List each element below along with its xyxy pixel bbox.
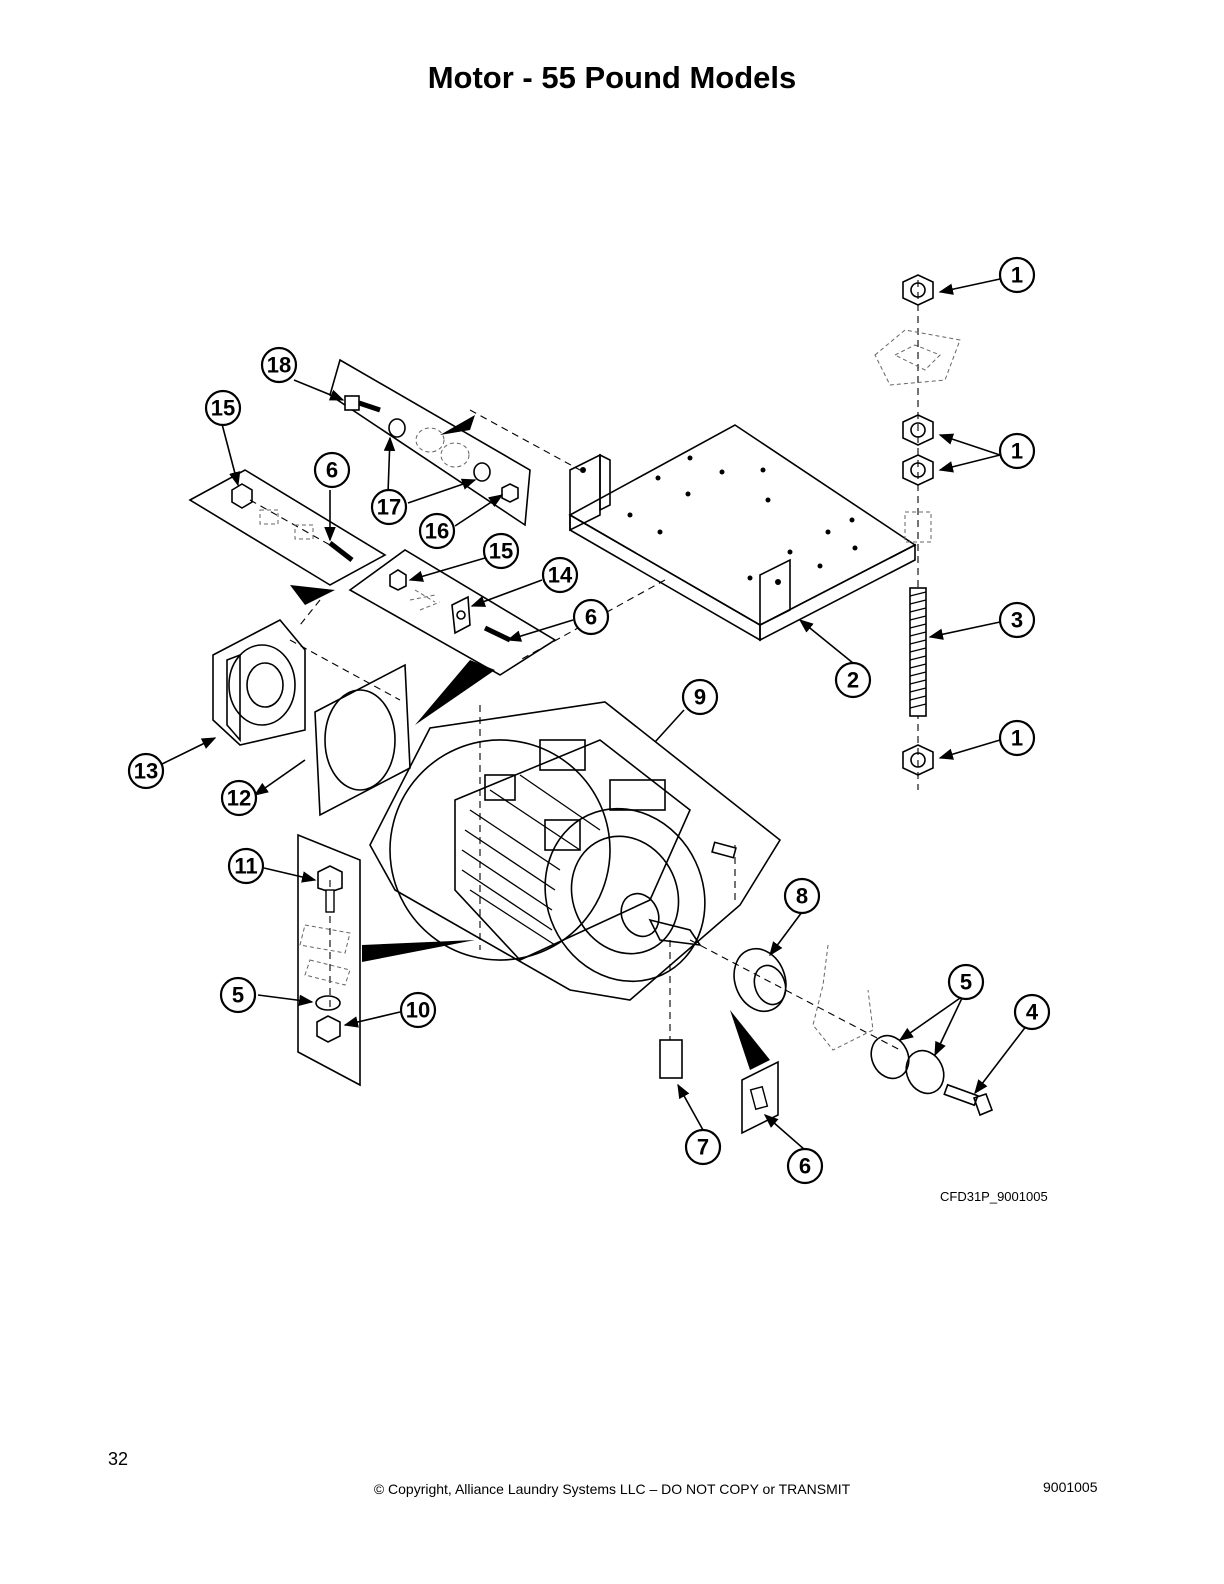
callout-9: 9 — [681, 678, 719, 716]
svg-text:10: 10 — [406, 998, 430, 1023]
callout-1-top: 1 — [998, 256, 1036, 294]
figure-id: CFD31P_9001005 — [940, 1189, 1048, 1204]
svg-text:2: 2 — [847, 668, 859, 693]
callout-6-middle: 6 — [572, 598, 610, 636]
svg-text:17: 17 — [377, 495, 401, 520]
hardware-panel-bottom — [297, 833, 361, 1087]
callout-15-upper: 15 — [204, 389, 242, 427]
svg-text:4: 4 — [1026, 1000, 1039, 1025]
svg-text:1: 1 — [1011, 439, 1023, 464]
callout-5-right: 5 — [947, 963, 985, 1001]
leader-lines — [159, 278, 1028, 1151]
motor-mount-plate — [568, 424, 917, 642]
svg-text:12: 12 — [227, 786, 251, 811]
hardware-panel-top — [329, 358, 531, 527]
svg-text:11: 11 — [234, 854, 257, 879]
callout-3: 3 — [998, 601, 1036, 639]
svg-text:1: 1 — [1011, 726, 1023, 751]
callout-18: 18 — [260, 346, 298, 384]
callout-14: 14 — [541, 556, 579, 594]
svg-text:14: 14 — [548, 563, 573, 588]
callout-2: 2 — [834, 661, 872, 699]
assembly-lines — [289, 280, 919, 1051]
callout-13: 13 — [127, 752, 165, 790]
callout-10: 10 — [399, 991, 437, 1029]
motor-assembly — [362, 701, 782, 1001]
callout-16: 16 — [418, 512, 456, 550]
document-number: 9001005 — [1043, 1479, 1098, 1495]
svg-text:1: 1 — [1011, 263, 1023, 288]
svg-text:18: 18 — [267, 353, 291, 378]
motor-pulley — [659, 944, 994, 1135]
svg-text:8: 8 — [796, 884, 808, 909]
hardware-panel-left — [188, 469, 387, 605]
callout-5-left: 5 — [219, 976, 257, 1014]
callout-11: 11 — [227, 847, 265, 885]
svg-text:5: 5 — [232, 983, 244, 1008]
svg-text:6: 6 — [799, 1154, 811, 1179]
callout-7: 7 — [684, 1128, 722, 1166]
callout-12: 12 — [220, 779, 258, 817]
cooling-fan — [212, 618, 306, 746]
svg-text:13: 13 — [134, 759, 158, 784]
fan-gasket — [314, 663, 411, 817]
hardware-panel-middle — [348, 549, 557, 725]
callout-6-lower: 6 — [786, 1147, 824, 1185]
svg-text:5: 5 — [960, 970, 972, 995]
svg-text:6: 6 — [326, 458, 338, 483]
svg-text:7: 7 — [697, 1135, 709, 1160]
svg-text:15: 15 — [211, 396, 235, 421]
callout-6-upper: 6 — [313, 451, 351, 489]
copyright-notice: © Copyright, Alliance Laundry Systems LL… — [373, 1481, 851, 1497]
callout-8: 8 — [783, 877, 821, 915]
svg-text:16: 16 — [425, 519, 449, 544]
svg-text:6: 6 — [585, 605, 597, 630]
callout-17: 17 — [370, 488, 408, 526]
svg-text:9: 9 — [694, 685, 706, 710]
callout-15-middle: 15 — [482, 532, 520, 570]
svg-text:3: 3 — [1011, 608, 1023, 633]
stud-and-nuts — [874, 274, 961, 776]
callout-4: 4 — [1013, 993, 1051, 1031]
page-number: 32 — [108, 1449, 129, 1469]
page-title: Motor - 55 Pound Models — [427, 60, 797, 95]
svg-text:15: 15 — [489, 539, 513, 564]
callout-1-middle: 1 — [998, 432, 1036, 470]
callout-1-bottom: 1 — [998, 719, 1036, 757]
